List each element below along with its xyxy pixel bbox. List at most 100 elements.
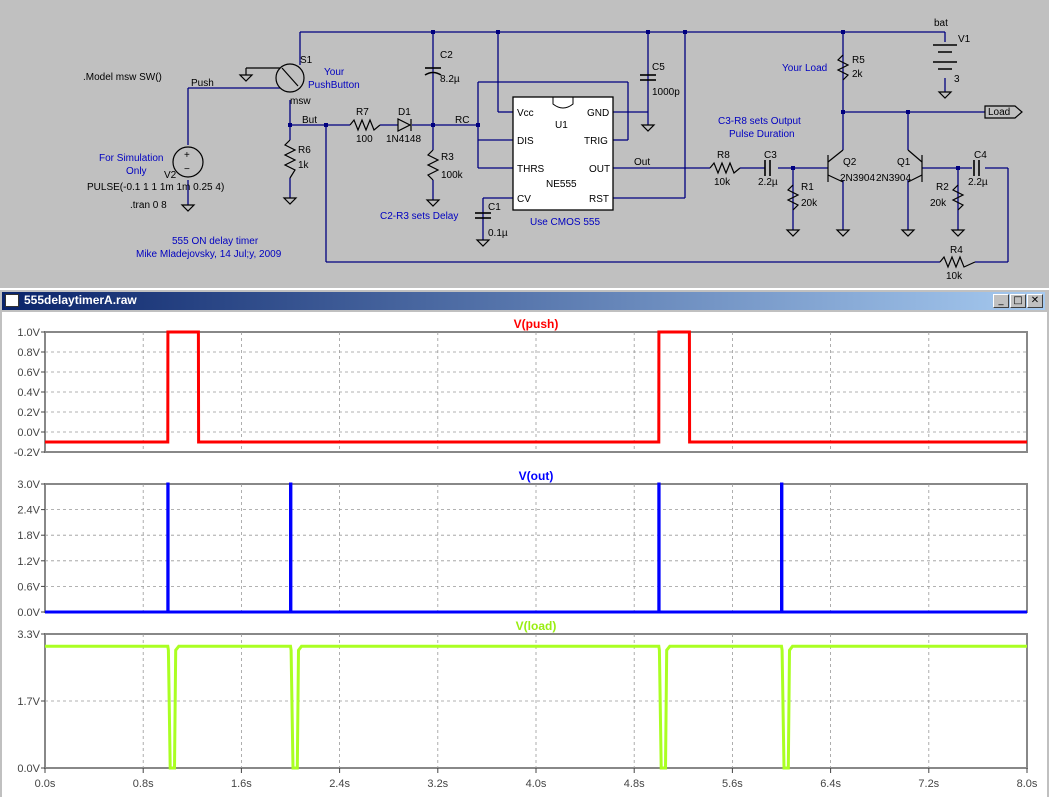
schematic-editor[interactable]: + − .Model msw SW() Push S1 msw But V2 P…: [0, 0, 1049, 288]
trace-title: V(load): [516, 619, 557, 633]
c3-value: 2.2µ: [758, 177, 778, 188]
credit-line-2: Mike Mladejovsky, 14 Jul;y, 2009: [136, 249, 282, 260]
maximize-button[interactable]: □: [1010, 294, 1026, 308]
junction-dots: [288, 30, 960, 170]
for-sim-note-1: For Simulation: [99, 153, 163, 164]
y-tick-label: 0.8V: [17, 347, 40, 359]
svg-text:+: +: [184, 150, 190, 161]
switch-s1: [275, 63, 305, 93]
waveform-chart[interactable]: V(push) 1.0V 0.8V 0.6V 0.4V 0.2V 0.0V -0.2V V(ou…: [2, 312, 1047, 797]
waveform-plot-area[interactable]: V(push) 1.0V 0.8V 0.6V 0.4V 0.2V 0.0V -0.2V V(ou…: [2, 312, 1047, 797]
push-net-label: Push: [191, 78, 214, 89]
cmos-note: Use CMOS 555: [530, 217, 600, 228]
r2-label: R2: [936, 182, 949, 193]
q1-value: 2N3904: [876, 173, 911, 184]
pin-cv: CV: [517, 194, 531, 205]
c3-label: C3: [764, 150, 777, 161]
y-tick-label: 0.2V: [17, 407, 40, 419]
y-tick-label: -0.2V: [14, 447, 41, 459]
ground-symbols: [180, 67, 966, 247]
y-tick-label: 1.7V: [17, 696, 40, 708]
y-tick-label: 0.4V: [17, 387, 40, 399]
r4-label: R4: [950, 245, 963, 256]
pin-trig: TRIG: [584, 136, 608, 147]
q2-label: Q2: [843, 157, 857, 168]
bat-net-label: bat: [934, 18, 948, 29]
pulse-value: PULSE(-0.1 1 1 1m 1m 0.25 4): [87, 182, 224, 193]
capacitor-symbols: [424, 67, 980, 219]
model-directive[interactable]: .Model msw SW(): [83, 72, 162, 83]
x-tick-label: 5.6s: [722, 778, 743, 790]
trace-title: V(push): [514, 317, 559, 331]
waveform-titlebar[interactable]: 555delaytimerA.raw _ □ ✕: [2, 292, 1045, 310]
c4-value: 2.2µ: [968, 177, 988, 188]
x-tick-label: 4.0s: [526, 778, 547, 790]
x-tick-label: 2.4s: [329, 778, 350, 790]
c5-value: 1000p: [652, 87, 680, 98]
x-tick-label: 6.4s: [820, 778, 841, 790]
diode-symbol: [397, 118, 412, 132]
r4-value: 10k: [946, 271, 963, 282]
y-tick-label: 0.0V: [17, 763, 40, 775]
r7-label: R7: [356, 107, 369, 118]
credit-line-1: 555 ON delay timer: [172, 236, 259, 247]
waveform-window[interactable]: 555delaytimerA.raw _ □ ✕ V(push) 1.0V 0.8V…: [0, 288, 1049, 797]
x-tick-label: 7.2s: [918, 778, 939, 790]
trace-title: V(out): [519, 469, 554, 483]
c2-value: 8.2µ: [440, 74, 460, 85]
pushbutton-note-1: Your: [324, 67, 345, 78]
rc-net-label: RC: [455, 115, 469, 126]
resistor-symbols: [283, 54, 976, 269]
tran-directive[interactable]: .tran 0 8: [130, 200, 167, 211]
load-net-label: Load: [988, 107, 1010, 118]
c4-label: C4: [974, 150, 987, 161]
pin-gnd: GND: [587, 108, 609, 119]
close-button[interactable]: ✕: [1027, 294, 1043, 308]
pin-out: OUT: [589, 164, 610, 175]
r3-label: R3: [441, 152, 454, 163]
y-tick-label: 3.3V: [17, 629, 40, 641]
q2-value: 2N3904: [840, 173, 875, 184]
r7-value: 100: [356, 134, 373, 145]
d1-value: 1N4148: [386, 134, 421, 145]
ne555-label: NE555: [546, 179, 577, 190]
duration-note-1: C3-R8 sets Output: [718, 116, 801, 127]
y-tick-label: 2.4V: [17, 505, 40, 517]
msw-label: msw: [290, 96, 311, 107]
r8-value: 10k: [714, 177, 731, 188]
for-sim-note-2: Only: [126, 166, 147, 177]
y-tick-label: 3.0V: [17, 479, 40, 491]
r5-label: R5: [852, 55, 865, 66]
y-tick-label: 1.0V: [17, 327, 40, 339]
y-tick-label: 1.2V: [17, 556, 40, 568]
v1-value: 3: [954, 74, 960, 85]
x-tick-label: 0.0s: [35, 778, 56, 790]
r1-label: R1: [801, 182, 814, 193]
pushbutton-note-2: PushButton: [308, 80, 360, 91]
y-tick-label: 0.6V: [17, 581, 40, 593]
minimize-button[interactable]: _: [993, 294, 1009, 308]
trace-line: [45, 330, 1027, 444]
r5-value: 2k: [852, 69, 864, 80]
svg-text:−: −: [184, 164, 190, 175]
v2-label: V2: [164, 170, 177, 181]
waveform-window-title: 555delaytimerA.raw: [24, 293, 137, 307]
trace-line: [45, 482, 1027, 614]
duration-note-2: Pulse Duration: [729, 129, 795, 140]
schematic-wires: [187, 31, 1009, 263]
pin-vcc: Vcc: [517, 108, 534, 119]
r3-value: 100k: [441, 170, 464, 181]
y-tick-label: 0.0V: [17, 607, 40, 619]
u1-label: U1: [555, 120, 568, 131]
y-tick-label: 0.6V: [17, 367, 40, 379]
y-tick-label: 0.0V: [17, 427, 40, 439]
c1-value: 0.1µ: [488, 228, 508, 239]
r6-value: 1k: [298, 160, 310, 171]
x-tick-label: 1.6s: [231, 778, 252, 790]
pin-rst: RST: [589, 194, 609, 205]
delay-note: C2-R3 sets Delay: [380, 211, 458, 222]
v1-label: V1: [958, 34, 971, 45]
ne555-chip: [512, 96, 614, 211]
x-tick-label: 8.0s: [1017, 778, 1038, 790]
c5-label: C5: [652, 62, 665, 73]
